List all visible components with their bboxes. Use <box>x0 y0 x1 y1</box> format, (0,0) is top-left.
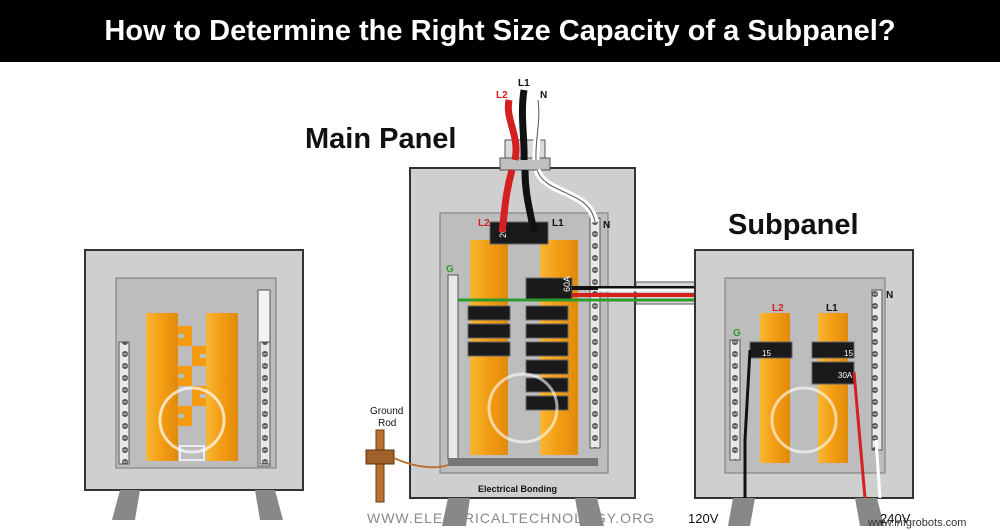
main-n-label: N <box>603 220 610 231</box>
sub-l1-label: L1 <box>826 303 838 314</box>
sub-breaker-right <box>811 341 855 359</box>
ground-rod <box>365 429 449 503</box>
sub-breaker-30a-label: 30A <box>838 371 853 380</box>
watermark-site: WWW.ELECTRICALTECHNOLOGY.ORG <box>367 510 655 526</box>
branch-breakers <box>467 305 569 411</box>
electrical-bonding-label: Electrical Bonding <box>478 484 557 494</box>
voltage-120v-label: 120V <box>688 511 719 526</box>
watermark-corner: www.infgrobots.com <box>867 517 966 529</box>
sub-g-label: G <box>733 328 741 339</box>
subpanel: 15 15 30A <box>694 249 914 526</box>
sub-breaker-left <box>749 341 793 359</box>
sub-n-label: N <box>886 290 893 301</box>
main-panel: 60A 200 <box>409 167 636 526</box>
service-l1-label: L1 <box>518 78 530 89</box>
ground-rod-label-line1: Ground <box>370 406 403 417</box>
page-title: How to Determine the Right Size Capacity… <box>0 0 1000 62</box>
subpanel-heading: Subpanel <box>728 209 859 241</box>
voltage-240v-label: 240V <box>880 511 911 526</box>
sub-breaker-right-label: 15 <box>844 349 853 358</box>
main-panel-heading: Main Panel <box>305 123 457 155</box>
service-l2-label: L2 <box>496 90 508 101</box>
service-n-label: N <box>540 90 547 101</box>
feeder-breaker-label: 60A <box>562 276 572 292</box>
main-g-label: G <box>446 264 454 275</box>
generic-panel <box>84 249 304 520</box>
service-entrance <box>498 89 599 233</box>
sub-breaker-left-label: 15 <box>762 349 771 358</box>
wiring-diagram: 60A 200 <box>84 78 966 529</box>
ground-rod-label-line2: Rod <box>378 418 396 429</box>
sub-l2-label: L2 <box>772 303 784 314</box>
main-l2-label: L2 <box>478 218 490 229</box>
main-l1-label: L1 <box>552 218 564 229</box>
